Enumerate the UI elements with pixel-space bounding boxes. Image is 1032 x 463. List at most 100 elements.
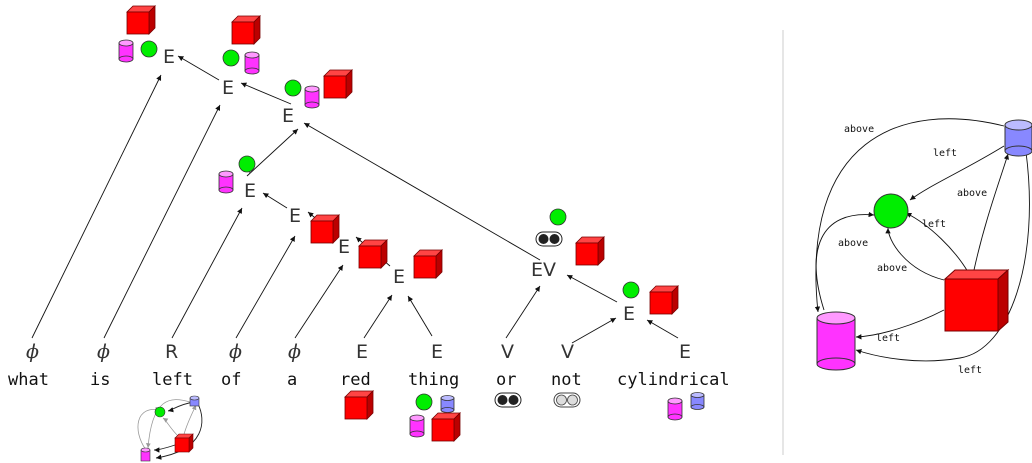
leaf-labels: ϕ ϕ R ϕ ϕ E E V V E: [26, 341, 691, 363]
edge-not-to-e-right: [571, 317, 617, 344]
magenta-cylinder-icon: [118, 39, 134, 63]
edge-above-cube-sphere: [885, 227, 945, 281]
word-a: a: [287, 370, 297, 390]
green-sphere-icon: [140, 40, 158, 58]
magenta-cylinder-icon: [667, 397, 683, 421]
edge-e-4-to-e-3: [246, 128, 299, 177]
node-ev: EV: [531, 259, 556, 281]
node-e-right: E: [623, 303, 635, 325]
green-sphere-icon: [549, 208, 567, 226]
leaf-label-8: V: [561, 341, 574, 363]
toggle-pair-icon: [494, 392, 522, 408]
edge-left-bcyl-sphere: [909, 145, 1005, 201]
word-what: what: [8, 370, 49, 390]
word-objects: [344, 390, 705, 442]
leaf-label-0: ϕ: [26, 341, 39, 363]
red-cube-icon: [231, 15, 261, 45]
edge-label-7: left: [958, 365, 982, 376]
green-sphere-icon: [154, 406, 166, 418]
leaf-label-2: R: [165, 341, 178, 363]
blue-cylinder-icon: [1004, 119, 1032, 157]
leaf-label-1: ϕ: [97, 341, 110, 363]
magenta-cylinder-icon: [409, 414, 425, 438]
edge-label-5: above: [877, 263, 907, 274]
blue-cylinder-icon: [189, 395, 200, 407]
red-cube-icon: [431, 412, 461, 442]
edge-label-6: left: [876, 333, 900, 344]
edge-red-to-e-7: [363, 294, 393, 339]
red-cube-icon: [413, 249, 443, 279]
word-of: of: [221, 370, 241, 390]
edge-ev-to-e-3: [303, 122, 541, 261]
edge-of-to-e-5: [235, 235, 296, 339]
edge-left-to-e-4: [171, 207, 243, 339]
toggle-pair-icon: [535, 231, 563, 247]
edge-cyl-to-e-right: [646, 319, 679, 339]
edge-above-cube-bcyl: [973, 153, 1009, 271]
node-e-4: E: [244, 180, 256, 202]
red-cube-icon: [649, 285, 679, 315]
red-cube-icon: [126, 5, 156, 35]
edge-above-cyl-sphere: [815, 211, 875, 311]
word-cylindrical: cylindrical: [617, 370, 730, 390]
edge-label-1: left: [933, 148, 957, 159]
edge-thing-to-e-7: [407, 295, 433, 337]
edge-left-cube-mcyl: [855, 309, 945, 340]
magenta-cylinder-icon: [218, 170, 234, 194]
leaf-label-6: E: [431, 341, 443, 363]
blue-cylinder-icon: [440, 395, 455, 413]
red-cube-icon: [358, 239, 388, 269]
red-cube-icon: [323, 69, 353, 99]
magenta-cylinder-icon: [140, 447, 151, 462]
magenta-cylinder-icon: [304, 85, 320, 109]
edge-none: [253, 133, 298, 172]
green-sphere-icon: [284, 79, 302, 97]
leaf-label-3: ϕ: [229, 341, 242, 363]
edge-spacer: [186, 212, 222, 296]
leaf-label-4: ϕ: [288, 341, 301, 363]
magenta-cylinder-icon: [244, 51, 260, 75]
leaf-label-9: E: [679, 341, 691, 363]
red-cube-icon: [344, 390, 374, 420]
word-left: left: [152, 370, 193, 390]
node-e-6: E: [338, 236, 350, 258]
node-e-top: E: [163, 46, 175, 68]
edge-or-to-ev: [505, 285, 541, 339]
red-cube-icon: [310, 214, 340, 244]
sentence-words: what is left of a red thing or not cylin…: [8, 370, 730, 390]
tree-edges: [31, 55, 679, 344]
edge-what-to-e-top: [31, 74, 162, 339]
word-is: is: [90, 370, 110, 390]
edge-none-2: [285, 135, 300, 175]
node-e-5: E: [289, 205, 301, 227]
edge-label-0: above: [844, 124, 874, 135]
leaf-label-7: V: [501, 341, 514, 363]
edge-above-bcyl-mcyl: [814, 118, 1005, 313]
edge-label-4: above: [838, 238, 868, 249]
node-e-2: E: [222, 77, 234, 99]
green-sphere-icon: [415, 393, 433, 411]
green-sphere-icon: [873, 193, 909, 229]
edge-label-2: above: [957, 188, 987, 199]
red-cube-icon: [174, 433, 194, 453]
edge-label-3: left: [922, 219, 946, 230]
edge-left-cube-sphere: [905, 212, 969, 273]
node-labels: E E E E E E E EV E: [163, 46, 635, 325]
red-cube-icon: [575, 236, 605, 266]
blue-cylinder-icon: [690, 392, 705, 410]
edge-e-5-to-e-4: [262, 192, 288, 209]
edge-is-to-e-2: [103, 104, 221, 339]
edge-a-to-e-6: [294, 264, 344, 339]
edge-e-3-to-e-2: [240, 82, 292, 105]
green-sphere-icon: [222, 49, 240, 67]
node-e-3: E: [282, 105, 294, 127]
edge-left-bcyl-mcyl: [855, 151, 1030, 362]
red-cube-icon: [943, 268, 1010, 333]
toggle-pair-icon: [553, 392, 581, 408]
edge-e-right-to-ev: [566, 274, 618, 303]
word-thing: thing: [408, 370, 459, 390]
green-sphere-icon: [622, 281, 640, 299]
green-sphere-icon: [238, 155, 256, 173]
node-e-7: E: [393, 266, 405, 288]
